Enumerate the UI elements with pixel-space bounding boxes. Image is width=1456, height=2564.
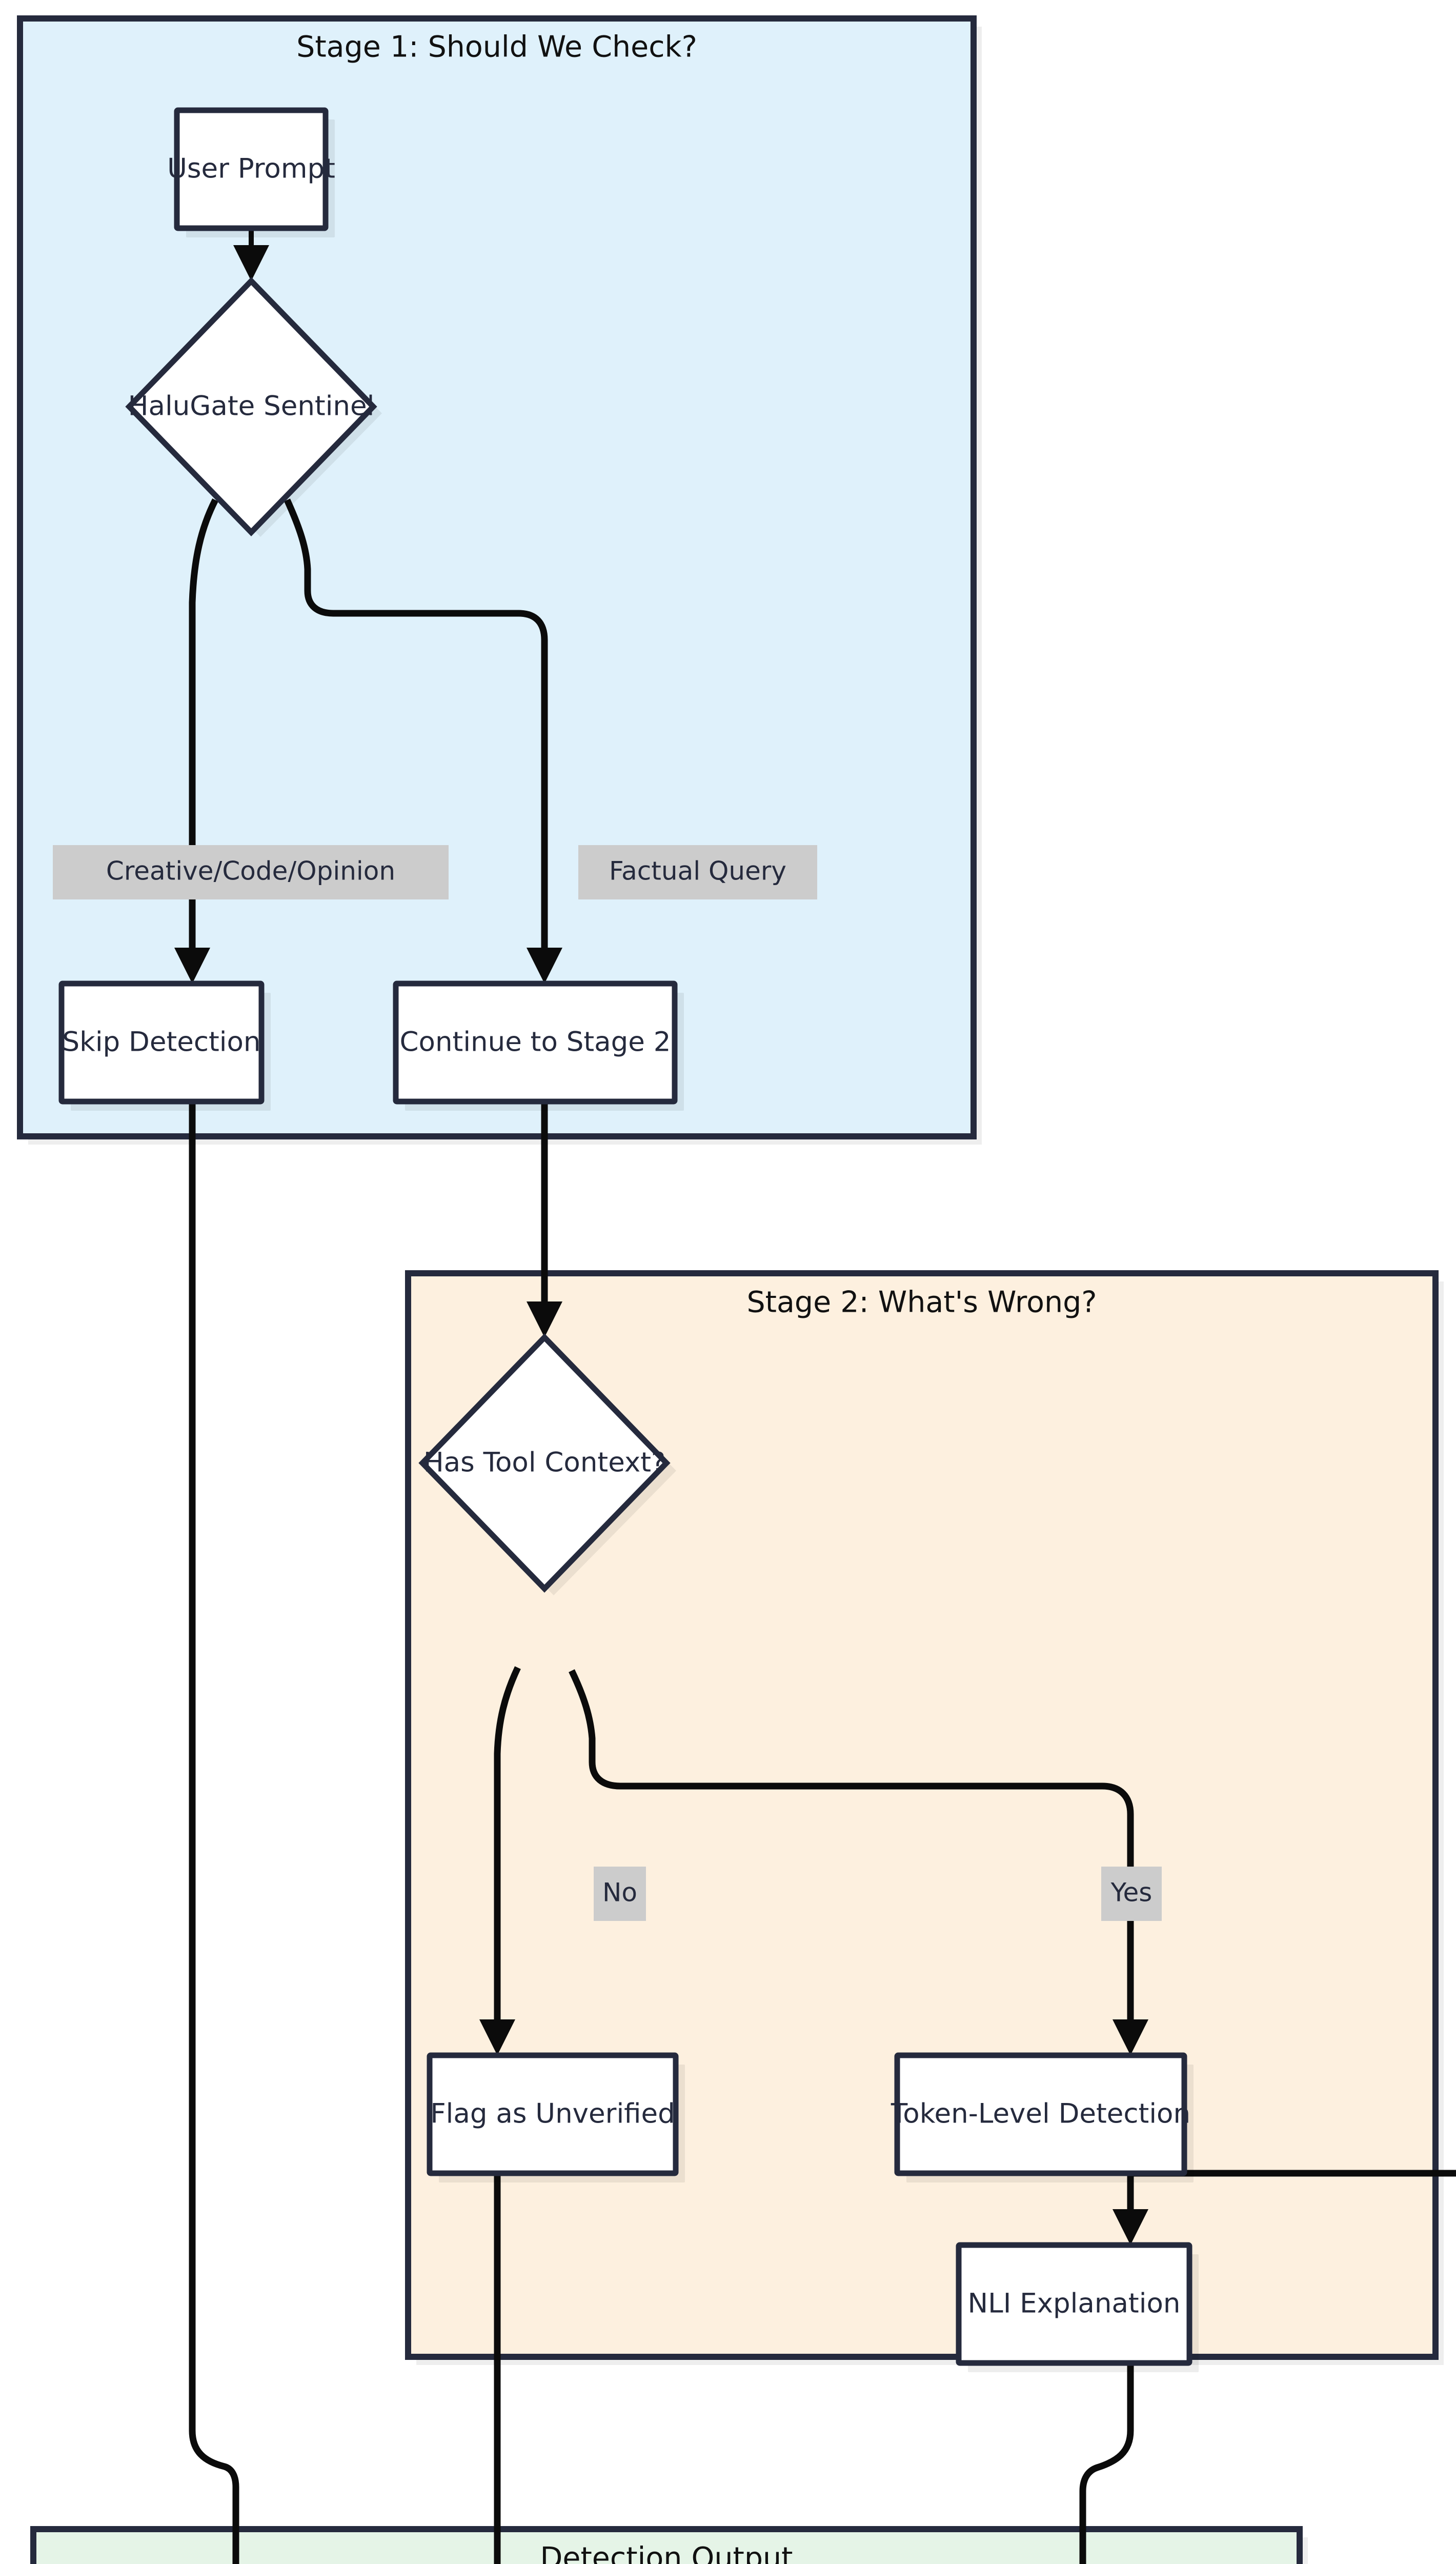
arrow-head-icon xyxy=(527,948,562,984)
node-has-tool-diamond[interactable] xyxy=(418,1333,671,1593)
node-skip-detection-label: Skip Detection xyxy=(62,1027,260,1058)
node-skip-detection-rect[interactable] xyxy=(58,980,265,1105)
node-user-prompt[interactable]: User Prompt xyxy=(167,107,335,237)
edge-halugate-to-skip xyxy=(174,498,218,984)
node-user-prompt-rect[interactable] xyxy=(174,107,329,231)
edge-user-prompt-to-halugate xyxy=(233,228,269,281)
edge-label-text: No xyxy=(602,1878,637,1908)
cluster-output-rect xyxy=(30,2526,1303,2564)
edge-continue-to-has-tool xyxy=(527,1104,562,1337)
edge-label-bg xyxy=(53,845,449,899)
node-continue-rect[interactable] xyxy=(393,980,678,1105)
edge-label-text: Yes xyxy=(1110,1878,1152,1908)
node-halugate-diamond[interactable] xyxy=(125,277,377,536)
arrow-head-icon xyxy=(479,2019,515,2055)
edge-label-bg xyxy=(594,1867,646,1921)
node-halugate-sentinel[interactable]: HaluGate Sentinel xyxy=(125,277,382,537)
edge-label-bg xyxy=(1101,1867,1162,1921)
cluster-output-title: Detection Output xyxy=(540,2541,793,2564)
node-nli-explanation[interactable]: NLI Explanation xyxy=(956,2242,1199,2372)
node-token-label: Token-Level Detection xyxy=(891,2098,1190,2130)
edge-has-tool-to-flag xyxy=(479,1666,521,2055)
cluster-stage2-title: Stage 2: What's Wrong? xyxy=(746,1286,1097,1319)
node-continue-label: Continue to Stage 2 xyxy=(400,1027,671,1058)
node-has-tool-context[interactable]: Has Tool Context? xyxy=(418,1333,676,1595)
arrow-head-icon xyxy=(174,948,210,984)
node-flag-rect[interactable] xyxy=(427,2052,679,2176)
node-nli-label: NLI Explanation xyxy=(968,2288,1181,2319)
edge-label-no: No xyxy=(594,1867,646,1921)
node-continue-to-stage-2[interactable]: Continue to Stage 2 xyxy=(393,980,684,1111)
cluster-stage1: Stage 1: Should We Check? xyxy=(17,15,982,1145)
edge-label-text: Factual Query xyxy=(609,856,786,886)
node-flag-as-unverified[interactable]: Flag as Unverified xyxy=(427,2052,685,2182)
node-nli-rect[interactable] xyxy=(956,2242,1192,2366)
edge-halugate-to-continue xyxy=(284,498,562,984)
node-halugate-label: HaluGate Sentinel xyxy=(128,391,375,422)
arrow-head-icon xyxy=(527,1301,562,1337)
edge-skip-to-pass-through xyxy=(189,1104,239,2564)
edge-label-creative-code-opinion: Creative/Code/Opinion xyxy=(53,845,449,899)
cluster-stage1-title: Stage 1: Should We Check? xyxy=(296,30,697,64)
node-token-level-detection[interactable]: Token-Level Detection xyxy=(891,2052,1194,2182)
arrow-head-icon xyxy=(233,245,269,281)
node-token-rect[interactable] xyxy=(894,2052,1187,2176)
node-user-prompt-label: User Prompt xyxy=(167,153,335,185)
cluster-stage1-rect xyxy=(17,15,977,1139)
node-flag-label: Flag as Unverified xyxy=(430,2098,675,2130)
edge-flag-to-warning xyxy=(494,2174,501,2564)
node-has-tool-label: Has Tool Context? xyxy=(423,1447,665,1478)
cluster-output: Detection Output xyxy=(30,2526,1308,2564)
edge-token-to-nli xyxy=(1113,2170,1456,2245)
arrow-head-icon xyxy=(1113,2019,1148,2055)
node-skip-detection[interactable]: Skip Detection xyxy=(58,980,271,1111)
edge-label-bg xyxy=(578,845,817,899)
edge-label-text: Creative/Code/Opinion xyxy=(106,856,395,886)
edge-nli-to-detailed xyxy=(1079,2357,1134,2564)
arrow-head-icon xyxy=(1113,2209,1148,2245)
edge-has-tool-to-token xyxy=(569,1669,1148,2055)
edge-label-yes: Yes xyxy=(1101,1867,1162,1921)
edge-label-factual-query: Factual Query xyxy=(578,845,817,899)
